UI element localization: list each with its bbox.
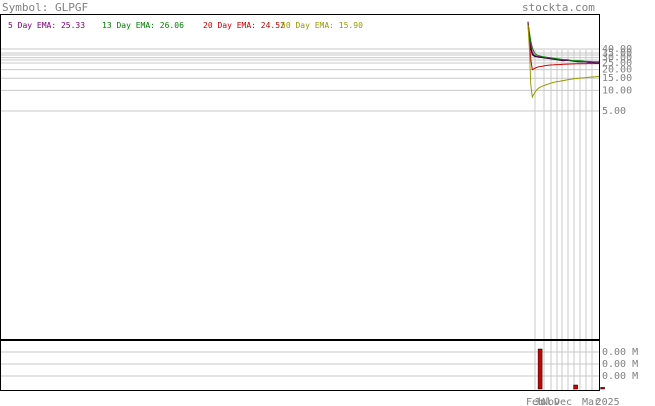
- volume-bars: [537, 348, 605, 390]
- price-tick-label: 30.00: [602, 53, 632, 64]
- volume-bar: [600, 387, 605, 390]
- series-line: [527, 24, 600, 99]
- ema-legend: 5 Day EMA: 25.33 13 Day EMA: 26.06 20 Day …: [8, 21, 363, 30]
- price-tick-label: 35.00: [602, 48, 632, 59]
- legend-entry: 13 Day EMA: 26.06: [102, 21, 184, 30]
- x-axis-label: Mar: [582, 397, 600, 406]
- price-tick-label: 15.00: [602, 73, 632, 84]
- volume-panel-frame: [0, 340, 600, 391]
- series-line: [527, 23, 600, 63]
- price-grid: [1, 48, 599, 112]
- x-axis-label: Jul: [534, 397, 552, 406]
- volume-axis-ticks: 0.00 M0.00 M0.00 M: [602, 347, 638, 382]
- price-tick-label: 25.00: [602, 58, 632, 69]
- volume-bar: [537, 348, 543, 390]
- legend-entry: 50 Day EMA: 15.90: [281, 21, 363, 30]
- series-line: [527, 24, 599, 71]
- x-axis-label: Feb: [526, 397, 544, 406]
- x-axis-label: 2025: [596, 397, 620, 406]
- price-tick-label: 10.00: [602, 85, 632, 96]
- price-tick-label: 40.00: [602, 44, 632, 55]
- series-line: [527, 22, 600, 64]
- volume-tick-label: 0.00 M: [602, 371, 638, 382]
- symbol-label: Symbol: GLPGF: [2, 1, 88, 14]
- volume-grid: [1, 351, 599, 377]
- price-tick-label: 5.00: [602, 106, 626, 117]
- x-axis-label: Dec: [554, 397, 572, 406]
- legend-entry: 20 Day EMA: 24.52: [203, 21, 285, 30]
- price-tick-label: 20.00: [602, 65, 632, 76]
- volume-tick-label: 0.00 M: [602, 359, 638, 370]
- legend-entry: 5 Day EMA: 25.33: [8, 21, 85, 30]
- watermark: stockta.com: [522, 1, 595, 14]
- x-axis-label: Nov: [542, 397, 560, 406]
- volume-bar: [573, 384, 578, 390]
- price-vertical-grid: [534, 50, 593, 390]
- volume-tick-label: 0.00 M: [602, 347, 638, 358]
- price-series: [527, 21, 600, 99]
- price-panel-frame: [0, 14, 600, 340]
